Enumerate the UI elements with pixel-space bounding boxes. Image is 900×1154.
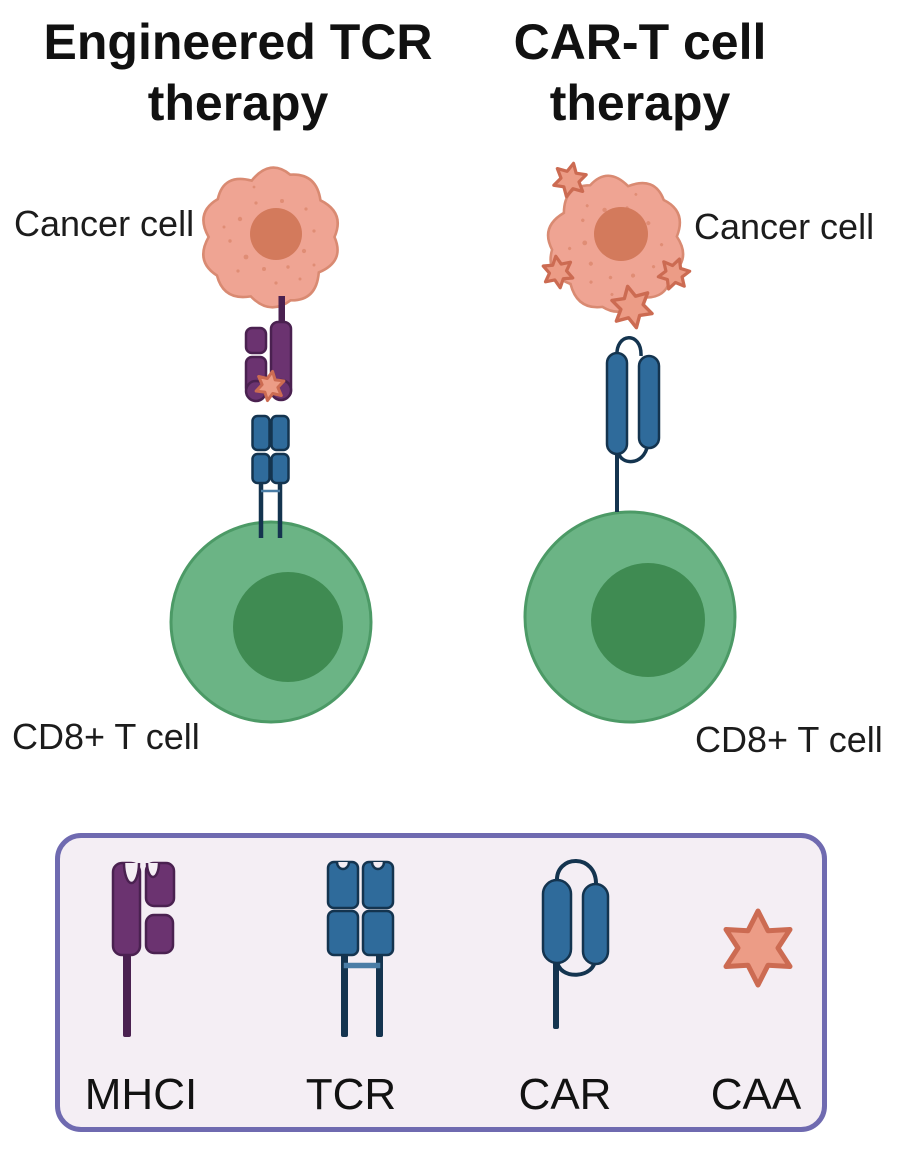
caa-antigen-star bbox=[550, 158, 590, 202]
mhci-molecule bbox=[244, 296, 293, 403]
title-line-2: therapy bbox=[147, 75, 329, 131]
legend-label-tcr: TCR bbox=[305, 1070, 397, 1119]
title-line-1: CAR-T cell bbox=[513, 14, 767, 70]
cancer-cell-left bbox=[202, 166, 340, 309]
legend-box bbox=[55, 833, 827, 1132]
legend-label-caa: CAA bbox=[710, 1070, 802, 1119]
t-cell-right bbox=[523, 510, 737, 724]
left-panel-illustration bbox=[169, 166, 373, 724]
legend-label-car: CAR bbox=[518, 1070, 612, 1119]
t-cell-label-left: CD8+ T cell bbox=[12, 716, 200, 757]
car-receptor bbox=[605, 336, 661, 512]
t-cell-nucleus bbox=[233, 572, 343, 682]
title-car-t-therapy: CAR-T cell therapy bbox=[460, 12, 820, 134]
tcr-receptor bbox=[251, 414, 290, 538]
t-cell-left bbox=[169, 520, 373, 724]
t-cell-label-right: CD8+ T cell bbox=[695, 719, 883, 760]
title-line-2: therapy bbox=[549, 75, 731, 131]
cancer-cell-label-left: Cancer cell bbox=[14, 203, 195, 244]
title-engineered-tcr-therapy: Engineered TCR therapy bbox=[8, 12, 468, 134]
legend-label-mhci: MHCI bbox=[84, 1070, 198, 1119]
cancer-cell-right bbox=[523, 150, 709, 338]
cancer-nucleus bbox=[594, 207, 648, 261]
caa-antigen-star bbox=[608, 280, 656, 334]
title-line-1: Engineered TCR bbox=[43, 14, 433, 70]
cancer-cell-label-right: Cancer cell bbox=[694, 206, 875, 247]
caa-antigen-star bbox=[540, 252, 576, 292]
caa-antigen-star bbox=[253, 367, 287, 405]
t-cell-nucleus bbox=[591, 563, 705, 677]
mhci-stalk bbox=[278, 296, 285, 326]
cancer-nucleus bbox=[250, 208, 302, 260]
caa-antigen-star bbox=[654, 252, 694, 296]
